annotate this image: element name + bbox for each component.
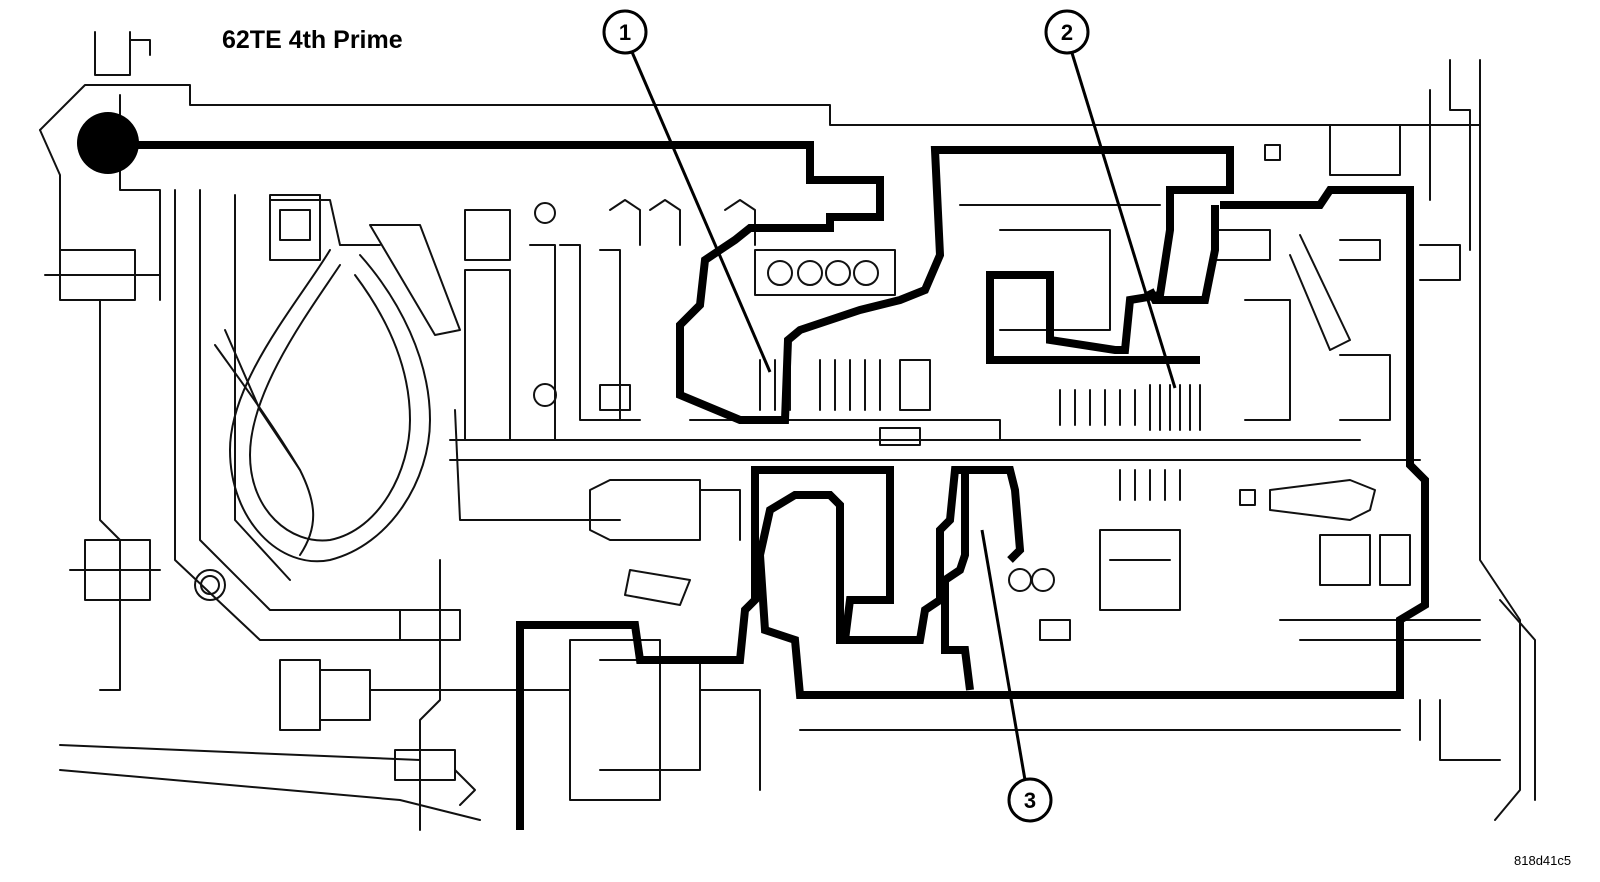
fluid-path-link [1146, 205, 1219, 304]
diagram-title: 62TE 4th Prime [222, 26, 403, 54]
callout-2: 2 [1044, 9, 1177, 389]
pressure-source-dot [77, 112, 139, 174]
callout-1: 1 [602, 9, 772, 373]
callout-2-label: 2 [1061, 20, 1073, 45]
housing-line-art [39, 31, 1536, 831]
callout-1-label: 1 [619, 20, 631, 45]
callout-3: 3 [980, 529, 1053, 823]
callout-3-label: 3 [1024, 788, 1036, 813]
fluid-path-upper [108, 141, 1234, 424]
callout-3-circle [1007, 777, 1053, 823]
callout-2-circle [1044, 9, 1090, 55]
fluid-path-lower-mid [941, 470, 974, 691]
fluid-path-lower-left [516, 466, 894, 830]
callout-1-leader [630, 51, 772, 373]
callout-3-leader [980, 529, 1027, 781]
fluid-path-right [755, 186, 1429, 699]
callout-2-leader [1070, 52, 1177, 389]
callout-1-circle [602, 9, 648, 55]
figure-code: 818d41c5 [1514, 853, 1572, 868]
fluid-flow-paths [77, 112, 1429, 830]
